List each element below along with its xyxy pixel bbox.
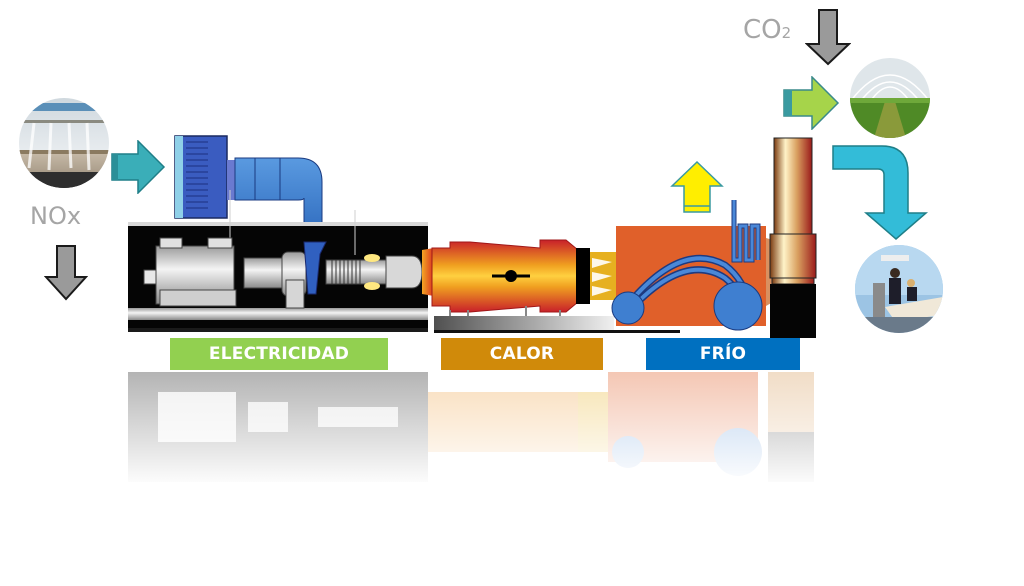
greenhouse-photo	[850, 58, 930, 138]
electricity-label-text: ELECTRICIDAD	[208, 344, 350, 364]
cold-to-office-arrow-icon	[832, 145, 929, 240]
co2-label-main: CO	[743, 15, 782, 45]
electricity-label: ELECTRICIDAD	[170, 338, 388, 370]
scrubber-photo	[19, 98, 109, 188]
co2-to-greenhouse-arrow-icon	[783, 76, 840, 130]
co2-down-arrow-icon	[805, 9, 851, 66]
cold-label: FRÍO	[646, 338, 800, 370]
cogeneration-plant-illustration	[128, 135, 817, 338]
heat-output-arrow-icon	[670, 160, 724, 213]
air-intake-arrow-icon	[111, 140, 166, 194]
reflection-fade-overlay	[120, 372, 840, 487]
nox-label: NOx	[30, 202, 82, 230]
heat-label: CALOR	[441, 338, 603, 370]
co2-label-subscript: 2	[781, 24, 792, 42]
office-photo	[855, 245, 943, 333]
nox-down-arrow-icon	[44, 245, 88, 301]
co2-label: CO2	[743, 15, 791, 45]
cold-label-text: FRÍO	[699, 344, 747, 364]
heat-label-text: CALOR	[489, 344, 555, 364]
